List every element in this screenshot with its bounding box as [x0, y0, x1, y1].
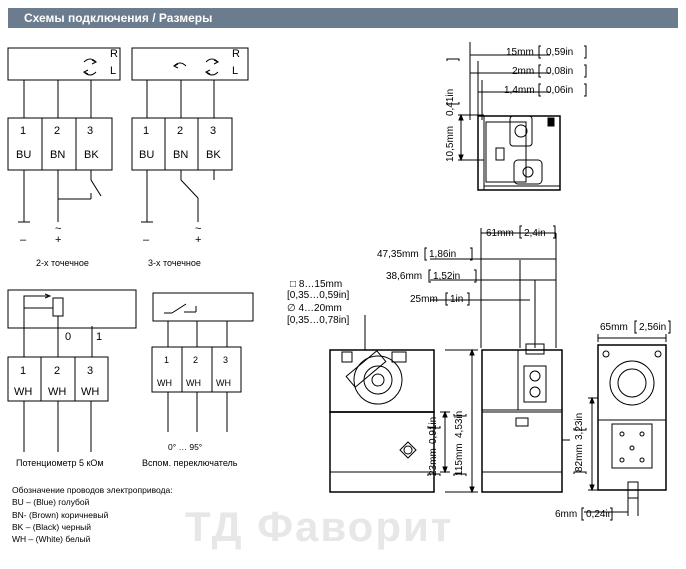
- back-d6: 6mm: [555, 509, 577, 520]
- label-potentiometer: Потенциометр 5 кОм: [16, 458, 104, 468]
- front-d61: 61mm: [486, 228, 514, 239]
- actuator-front-view: [329, 228, 557, 494]
- top-bracket-lines: [446, 45, 587, 105]
- front-d38-in: 1,52in: [433, 271, 460, 282]
- potentiometer-diagram: [7, 289, 137, 452]
- wire-bu-a: BU: [16, 149, 31, 161]
- rl-r-2: R: [232, 48, 240, 60]
- minus-b: –: [143, 234, 150, 246]
- sw-wh-1: WH: [157, 378, 172, 388]
- back-d82: 82mm: [574, 444, 585, 472]
- pot-scale-0: 0: [65, 331, 71, 343]
- terminal-3-a: 3: [87, 125, 93, 137]
- pot-scale-1: 1: [96, 331, 102, 343]
- plus-b: +: [195, 234, 201, 246]
- pot-wh-1: WH: [14, 386, 32, 398]
- terminal-3-b: 3: [210, 125, 216, 137]
- label-aux-switch: Вспом. переключатель: [142, 458, 238, 468]
- actuator-back-view: [584, 334, 667, 516]
- rl-r-1: R: [110, 48, 118, 60]
- front-dia-in: [0,35…0,78in]: [287, 315, 349, 326]
- wire-bk-b: BK: [206, 149, 221, 161]
- top-vert-in: 0,41in: [445, 89, 456, 116]
- section-header: Схемы подключения / Размеры: [8, 8, 678, 28]
- top-d1: 15mm: [506, 47, 534, 58]
- top-d1-in: 0,59in: [546, 47, 573, 58]
- pot-wh-3: WH: [81, 386, 99, 398]
- plus-a: +: [55, 234, 61, 246]
- front-d47: 47,35mm: [377, 249, 419, 260]
- front-sq: □ 8…15mm: [290, 279, 342, 290]
- actuator-side-view: [481, 343, 570, 493]
- front-d23: 23mm: [428, 448, 439, 476]
- rl-l-1: L: [110, 65, 116, 77]
- front-d115-in: 4,53in: [454, 411, 465, 438]
- terminal-2-a: 2: [54, 125, 60, 137]
- top-d2-in: 0,08in: [546, 66, 573, 77]
- sw-wh-2: WH: [186, 378, 201, 388]
- front-d25-in: 1in: [450, 294, 463, 305]
- terminal-2-b: 2: [177, 125, 183, 137]
- sw-terminal-3: 3: [223, 355, 228, 365]
- wire-bu-b: BU: [139, 149, 154, 161]
- label-3point: 3-х точечное: [148, 258, 201, 268]
- label-2point: 2-х точечное: [36, 258, 89, 268]
- legend-line-bk: BK – (Black) черный: [12, 521, 92, 532]
- terminal-1-a: 1: [20, 125, 26, 137]
- pot-terminal-2: 2: [54, 365, 60, 377]
- top-d3-in: 0,06in: [546, 85, 573, 96]
- pot-terminal-1: 1: [20, 365, 26, 377]
- pot-wh-2: WH: [48, 386, 66, 398]
- wire-legend: Обозначение проводов электропривода: BU …: [12, 484, 173, 545]
- front-d115: 115mm: [454, 443, 465, 476]
- tilde-a: ~: [55, 223, 61, 235]
- pot-terminal-3: 3: [87, 365, 93, 377]
- wire-bn-b: BN: [173, 149, 188, 161]
- front-d25: 25mm: [410, 294, 438, 305]
- watermark: ТД Фаворит: [185, 503, 454, 550]
- front-sq-in: [0,35…0,59in]: [287, 290, 349, 301]
- back-bracket-lines: [573, 320, 671, 521]
- wiring-3point: [131, 47, 249, 223]
- minus-a: –: [20, 234, 27, 246]
- aux-switch-diagram: [151, 292, 254, 432]
- front-d47-in: 1,86in: [429, 249, 456, 260]
- wiring-2point: [7, 47, 121, 223]
- rl-l-2: L: [232, 65, 238, 77]
- sw-wh-3: WH: [216, 378, 231, 388]
- back-d65: 65mm: [600, 322, 628, 333]
- top-d2: 2mm: [512, 66, 534, 77]
- switch-range: 0° … 95°: [168, 442, 202, 452]
- front-d23-in: 0,91in: [428, 417, 439, 444]
- legend-line-bn: BN- (Brown) коричневый: [12, 509, 109, 520]
- front-d61-in: 2,4in: [524, 228, 546, 239]
- wire-bn-a: BN: [50, 149, 65, 161]
- terminal-1-b: 1: [143, 125, 149, 137]
- tilde-b: ~: [195, 223, 201, 235]
- sw-terminal-1: 1: [164, 355, 169, 365]
- top-vert: 10,5mm: [445, 126, 456, 162]
- back-d82-in: 3,23in: [574, 413, 585, 440]
- legend-line-wh: WH – (White) белый: [12, 534, 91, 545]
- sw-terminal-2: 2: [193, 355, 198, 365]
- front-d38: 38,6mm: [386, 271, 422, 282]
- front-dia: ∅ 4…20mm: [287, 303, 342, 314]
- legend-title: Обозначение проводов электропривода:: [12, 485, 173, 495]
- wire-bk-a: BK: [84, 149, 99, 161]
- actuator-top-view: [458, 42, 561, 191]
- top-d3: 1,4mm: [504, 85, 535, 96]
- back-d65-in: 2,56in: [639, 322, 666, 333]
- back-d6-in: 0,24in: [586, 509, 613, 520]
- front-bracket-lines: [424, 225, 556, 476]
- legend-line-bu: BU – (Blue) голубой: [12, 497, 90, 508]
- section-title: Схемы подключения / Размеры: [24, 11, 213, 25]
